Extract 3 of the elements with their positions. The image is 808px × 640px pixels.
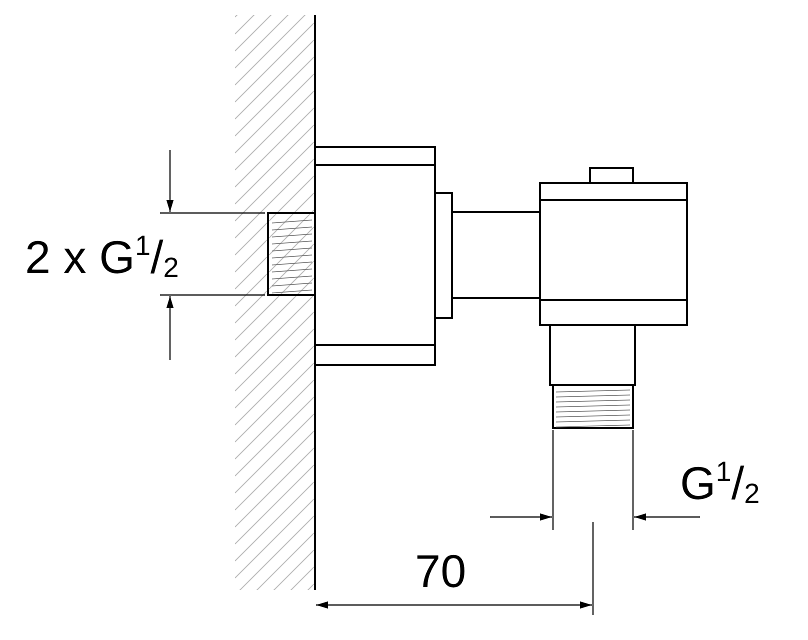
dimension-label: G$^{1}$/$_{2}$ — [680, 458, 760, 508]
dimension-label: 70 — [415, 548, 466, 594]
dimension-label: 2 x G$^{1}$/$_{2}$ — [25, 232, 179, 282]
